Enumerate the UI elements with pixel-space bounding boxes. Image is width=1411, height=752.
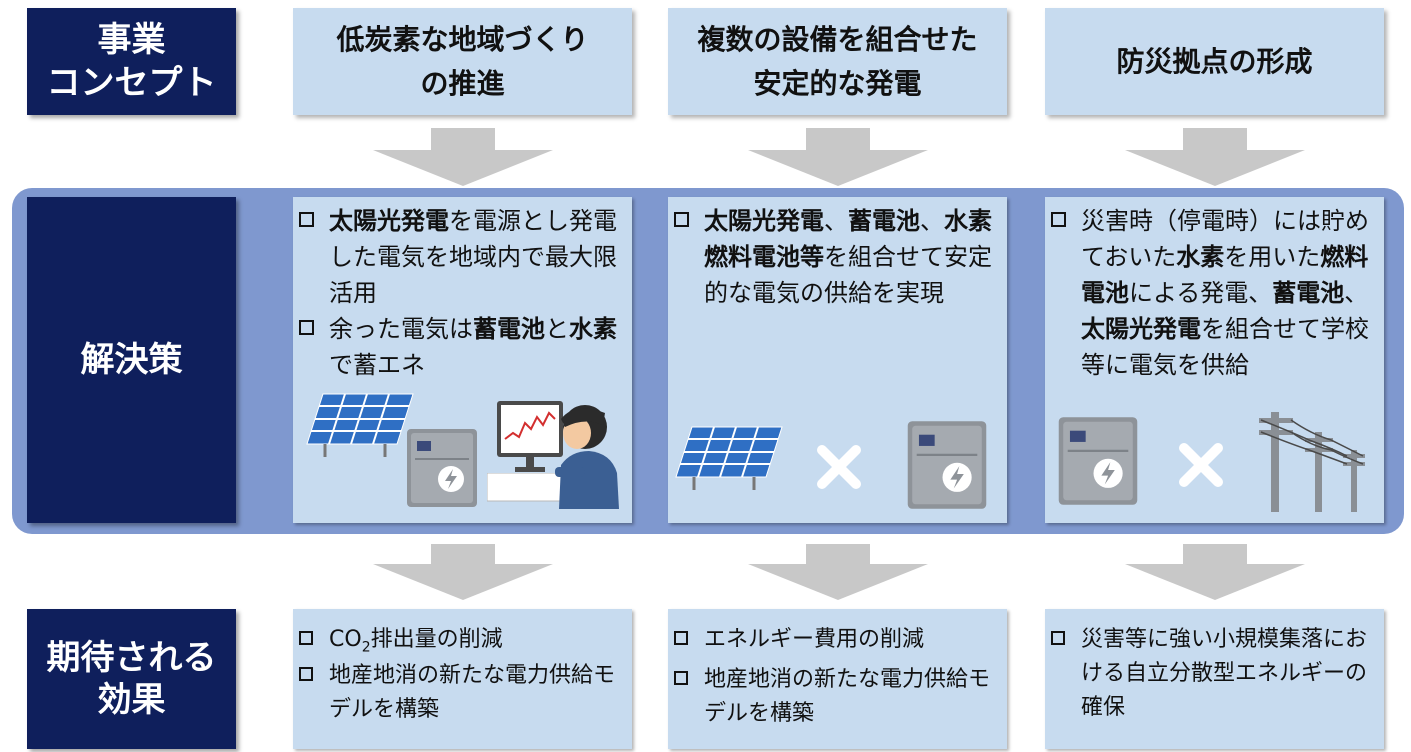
checkbox-icon	[674, 631, 688, 645]
concept-1-line2: の推進	[420, 66, 505, 100]
text: による発電、	[1129, 279, 1273, 307]
battery-storage-icon	[407, 429, 477, 507]
emphasis: 水素	[1176, 243, 1225, 271]
text: 災害等に強い小規模集落における自立分散型エネルギーの確保	[1081, 627, 1368, 721]
computer-monitor-icon	[497, 401, 563, 472]
solution-row-label: 解決策	[27, 197, 236, 523]
down-arrow-icon	[748, 544, 928, 600]
text: 、	[824, 207, 848, 235]
solution-box-2: 太陽光発電、蓄電池、水素燃料電池等を組合せて安定的な電気の供給を実現	[668, 197, 1007, 523]
concept-label-line1: 事業	[97, 20, 166, 60]
text: を組合せて学校等に電気を供給	[1081, 315, 1369, 379]
text: を電源とし発電した電気を地域内で最大限活用	[329, 207, 617, 307]
emphasis: 蓄電池	[848, 207, 920, 235]
text: 、	[1344, 279, 1369, 307]
text: 、	[920, 207, 944, 235]
effect-2-item-2: 地産地消の新たな電力供給モデルを構築	[674, 663, 1003, 731]
effect-box-2: エネルギー費用の削減 地産地消の新たな電力供給モデルを構築	[668, 609, 1007, 749]
concept-box-2: 複数の設備を組合せた安定的な発電	[668, 8, 1007, 115]
solution-3-item-1: 災害時（停電時）には貯めておいた水素を用いた燃料電池による発電、蓄電池、太陽光発…	[1051, 203, 1380, 383]
concept-label-line2: コンセプト	[46, 62, 217, 103]
effect-1-item-1: CO2排出量の削減	[299, 623, 628, 659]
text: CO	[329, 627, 362, 652]
emphasis: 太陽光発電	[704, 207, 824, 235]
emphasis: 蓄電池	[1272, 279, 1345, 307]
text: を用いた	[1224, 243, 1321, 271]
battery-storage-icon	[1058, 417, 1138, 505]
down-arrow-icon	[373, 128, 553, 186]
effect-3-item-1: 災害等に強い小規模集落における自立分散型エネルギーの確保	[1051, 623, 1380, 725]
effect-label-line1: 期待される	[46, 637, 217, 678]
emphasis: 太陽光発電	[329, 207, 449, 235]
text: 地産地消の新たな電力供給モデルを構築	[704, 667, 991, 727]
checkbox-icon	[1051, 212, 1066, 227]
checkbox-icon	[1051, 631, 1065, 645]
checkbox-icon	[674, 671, 688, 686]
multiply-icon	[817, 445, 861, 489]
concept-2-line1: 複数の設備を組合せた	[697, 23, 978, 57]
concept-box-1: 低炭素な地域づくりの推進	[293, 8, 632, 115]
down-arrow-icon	[373, 544, 553, 600]
checkbox-icon	[299, 667, 313, 682]
solution-label: 解決策	[80, 339, 183, 380]
checkbox-icon	[299, 212, 314, 227]
solution-2-item-1: 太陽光発電、蓄電池、水素燃料電池等を組合せて安定的な電気の供給を実現	[674, 203, 1003, 311]
concept-1-line1: 低炭素な地域づくり	[336, 23, 589, 57]
solution-1-item-2: 余った電気は蓄電池と水素で蓄エネ	[299, 311, 628, 383]
utility-pole-icon	[1259, 412, 1365, 512]
person-icon	[555, 405, 619, 509]
concept-2-line2: 安定的な発電	[753, 66, 922, 100]
solar-panel-icon	[675, 426, 783, 490]
text: 災害時（停電時）には貯めておいた	[1081, 207, 1369, 271]
effect-2-item-1: エネルギー費用の削減	[674, 623, 1003, 657]
emphasis: 燃料電池	[1081, 243, 1369, 307]
effect-row-label: 期待される効果	[27, 609, 236, 749]
emphasis: 水素燃料電池等	[704, 207, 992, 271]
text: 地産地消の新たな電力供給モデルを構築	[329, 663, 616, 723]
solution-box-3: 災害時（停電時）には貯めておいた水素を用いた燃料電池による発電、蓄電池、太陽光発…	[1045, 197, 1384, 523]
effect-box-3: 災害等に強い小規模集落における自立分散型エネルギーの確保	[1045, 609, 1384, 749]
text: と	[545, 315, 569, 343]
solar-panel-icon	[306, 393, 414, 457]
down-arrow-icon	[1125, 128, 1305, 186]
battery-storage-icon	[907, 421, 987, 509]
text: で蓄エネ	[329, 351, 425, 379]
effect-box-1: CO2排出量の削減 地産地消の新たな電力供給モデルを構築	[293, 609, 632, 749]
checkbox-icon	[299, 631, 313, 645]
concept-box-3: 防災拠点の形成	[1045, 8, 1384, 115]
text: 余った電気は	[329, 315, 473, 343]
solution-box-1: 太陽光発電を電源とし発電した電気を地域内で最大限活用 余った電気は蓄電池と水素で…	[293, 197, 632, 523]
checkbox-icon	[674, 212, 689, 227]
down-arrow-icon	[1125, 544, 1305, 600]
emphasis: 蓄電池	[473, 315, 545, 343]
text: エネルギー費用の削減	[704, 627, 925, 652]
subscript: 2	[361, 639, 371, 656]
text: 排出量の削減	[370, 627, 503, 652]
text: を組合せて安定的な電気の供給を実現	[704, 243, 992, 307]
concept-row-label: 事業コンセプト	[27, 8, 236, 115]
effect-1-item-2: 地産地消の新たな電力供給モデルを構築	[299, 659, 628, 727]
multiply-icon	[1179, 443, 1223, 487]
emphasis: 太陽光発電	[1081, 315, 1201, 343]
effect-label-line2: 効果	[97, 680, 166, 720]
solution-1-item-1: 太陽光発電を電源とし発電した電気を地域内で最大限活用	[299, 203, 628, 311]
emphasis: 水素	[569, 315, 617, 343]
down-arrow-icon	[748, 128, 928, 186]
concept-3-line1: 防災拠点の形成	[1116, 44, 1313, 78]
checkbox-icon	[299, 320, 314, 335]
